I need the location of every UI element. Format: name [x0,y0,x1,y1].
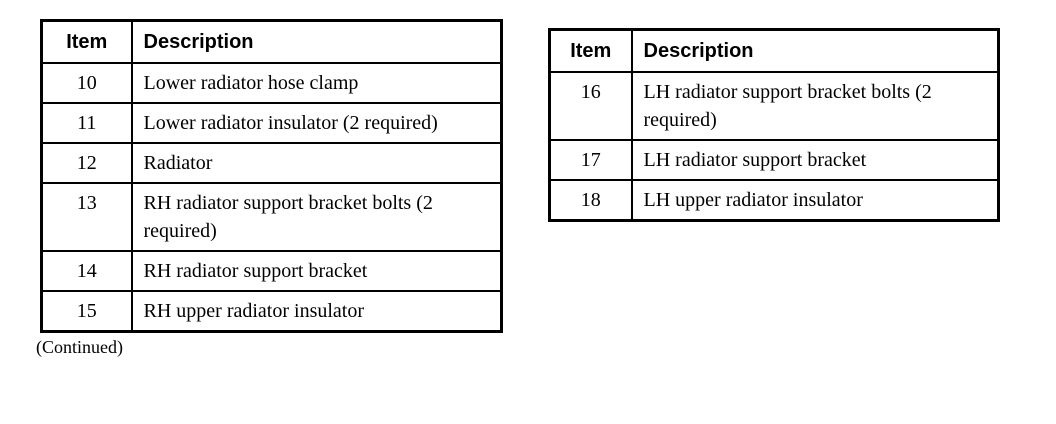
item-cell: 10 [40,62,133,104]
table-row: 12 Radiator [40,142,503,184]
parts-table-left: Item Description 10 Lower radiator hose … [40,19,503,333]
item-cell: 13 [40,182,133,252]
item-cell: 12 [40,142,133,184]
description-cell: LH upper radiator insulator [630,179,1000,222]
table-row: 13 RH radiator support bracket bolts (2 … [40,182,503,252]
column-header-description: Description [130,19,503,64]
description-cell: RH radiator support bracket bolts (2 req… [130,182,503,252]
item-cell: 17 [548,139,633,181]
column-header-item: Item [40,19,133,64]
table-row: 10 Lower radiator hose clamp [40,62,503,104]
description-cell: Radiator [130,142,503,184]
description-cell: LH radiator support bracket [630,139,1000,181]
column-header-description: Description [630,28,1000,73]
description-cell: RH upper radiator insulator [130,290,503,333]
table-row: 15 RH upper radiator insulator [40,290,503,333]
description-cell: Lower radiator insulator (2 required) [130,102,503,144]
table-row: 17 LH radiator support bracket [548,139,1000,181]
item-cell: 18 [548,179,633,222]
parts-table-left-container: Item Description 10 Lower radiator hose … [36,19,503,358]
table-row: 11 Lower radiator insulator (2 required) [40,102,503,144]
item-cell: 11 [40,102,133,144]
description-cell: Lower radiator hose clamp [130,62,503,104]
header-row: Item Description [40,19,503,64]
item-cell: 16 [548,71,633,141]
continued-note: (Continued) [36,337,123,357]
parts-table-right-container: Item Description 16 LH radiator support … [548,28,1000,222]
description-cell: RH radiator support bracket [130,250,503,292]
parts-table-right: Item Description 16 LH radiator support … [548,28,1000,222]
description-cell: LH radiator support bracket bolts (2 req… [630,71,1000,141]
table-row: 16 LH radiator support bracket bolts (2 … [548,71,1000,141]
table-row: 18 LH upper radiator insulator [548,179,1000,222]
item-cell: 14 [40,250,133,292]
column-header-item: Item [548,28,633,73]
table-row: 14 RH radiator support bracket [40,250,503,292]
header-row: Item Description [548,28,1000,73]
item-cell: 15 [40,290,133,333]
